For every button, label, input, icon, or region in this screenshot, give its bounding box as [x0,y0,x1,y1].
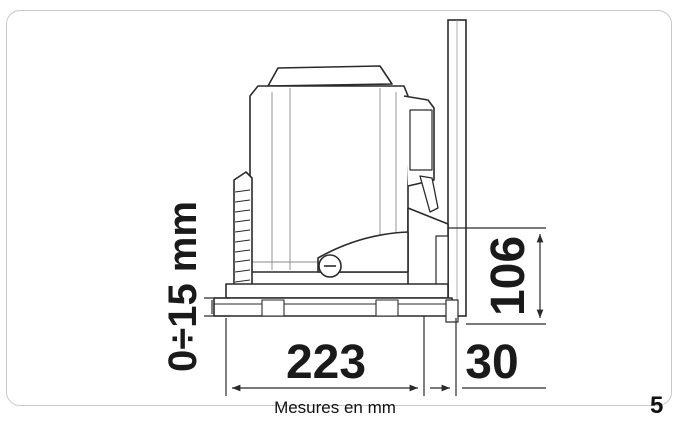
dimension-lines [204,227,546,396]
height-dimension-label: 106 [482,236,535,316]
width-dimension-label: 223 [286,336,366,389]
figure-caption: Mesures en mm [274,398,396,417]
offset-dimension-label: 30 [465,336,518,389]
motor-body [213,65,459,323]
gap-dimension-label: 0÷15 mm [161,201,205,372]
figure-frame [6,10,672,406]
figure-number: 5 [650,392,664,419]
gate-post [447,19,467,317]
